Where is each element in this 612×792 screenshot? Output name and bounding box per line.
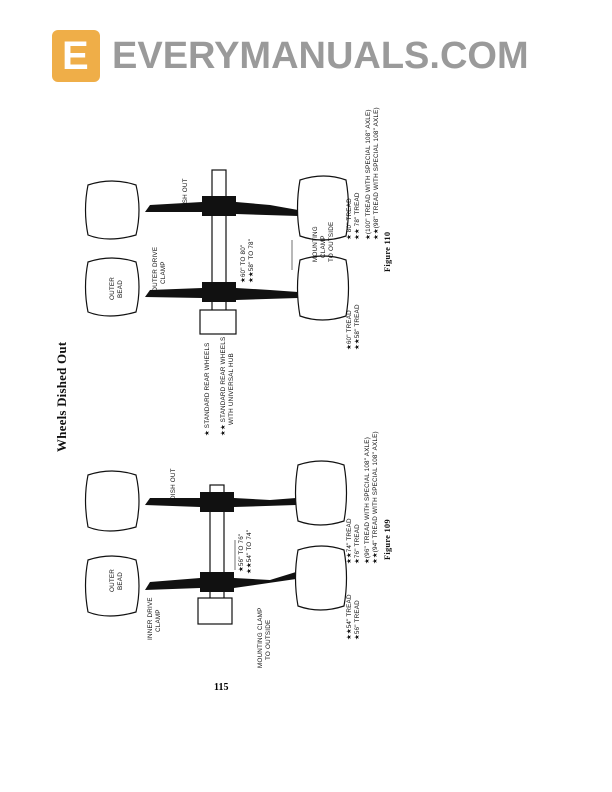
fig109-range-1: ★56" TO 76" xyxy=(238,533,245,572)
fig109-tread-special-2: ★★(94" TREAD WITH SPECIAL 108" AXLE) xyxy=(372,431,379,564)
fig109-mounting-clamp-2: TO OUTSIDE xyxy=(265,619,272,660)
fig109-tread-outer-2: ★76" TREAD xyxy=(354,524,361,564)
fig110-range-2: ★★58" TO 78" xyxy=(248,238,255,283)
fig110-outer-bead-2: BEAD xyxy=(117,280,124,298)
figure-109-caption: Figure 109 xyxy=(382,519,392,560)
tire xyxy=(296,255,350,321)
tire xyxy=(84,180,140,240)
fig109-inner-drive-clamp-1: INNER DRIVE xyxy=(147,597,154,640)
legend-double-star-cont: WITH UNIVERSAL HUB xyxy=(228,353,235,425)
fig110-dish-out: DISH OUT xyxy=(182,178,189,210)
fig109-tread-outer-1: ★★74" TREAD xyxy=(346,518,353,564)
fig110-tread-inner-1: ★60" TREAD xyxy=(346,310,353,350)
page-title: Wheels Dished Out xyxy=(54,341,69,452)
tire xyxy=(84,555,140,617)
fig109-range-2: ★★54" TO 74" xyxy=(246,529,253,574)
fig109-tread-special-1: ★(96" TREAD WITH SPECIAL 108" AXLE) xyxy=(364,436,371,564)
page-number: 115 xyxy=(214,682,229,693)
figure-109-hubs xyxy=(145,492,296,592)
figure-109-drawing xyxy=(84,460,348,625)
watermark-logo: E xyxy=(52,30,100,82)
fig110-tread-inner-2: ★★58" TREAD xyxy=(354,304,361,350)
fig110-tread-special-1: ★(100" TREAD WITH SPECIAL 108" AXLE) xyxy=(365,109,372,240)
fig109-tread-inner-1: ★★54" TREAD xyxy=(346,594,353,640)
fig109-mounting-clamp-1: MOUNTING CLAMP xyxy=(257,607,264,668)
fig109-tread-inner-2: ★56" TREAD xyxy=(354,600,361,640)
legend-double-star: ★★ STANDARD REAR WHEELS xyxy=(220,336,227,436)
hub xyxy=(197,597,233,625)
fig110-outer-drive-clamp-1: OUTER DRIVE xyxy=(152,246,159,292)
dimension-arrows xyxy=(234,240,293,570)
fig109-dish-out: DISH OUT xyxy=(170,468,177,500)
figure-110-hubs xyxy=(145,196,298,302)
tire xyxy=(294,460,348,526)
fig110-mounting-clamp-2: CLAMP xyxy=(320,235,327,258)
tire xyxy=(294,545,348,611)
fig110-mounting-clamp-3: TO OUTSIDE xyxy=(328,221,335,262)
fig109-outer-bead-1: OUTER xyxy=(109,568,116,592)
fig110-tread-outer-1: ★ 80" TREAD xyxy=(346,198,353,240)
tire xyxy=(84,257,140,317)
fig110-outer-drive-clamp-2: CLAMP xyxy=(160,261,167,284)
watermark-logo-letter: E xyxy=(62,34,89,78)
fig110-outer-bead-1: OUTER xyxy=(109,276,116,300)
fig109-inner-drive-clamp-2: CLAMP xyxy=(155,609,162,632)
figure-110-caption: Figure 110 xyxy=(382,231,392,272)
figure-110-drawing xyxy=(84,169,350,335)
legend-single-star: ★ STANDARD REAR WHEELS xyxy=(204,342,211,436)
fig110-mounting-clamp-1: MOUNTING xyxy=(312,226,319,262)
fig110-tread-outer-2: ★★ 78" TREAD xyxy=(354,192,361,240)
fig109-outer-bead-2: BEAD xyxy=(117,572,124,590)
tire xyxy=(296,175,350,241)
watermark: EVERYMANUALS.COM xyxy=(112,35,529,77)
fig110-tread-special-2: ★★(98" TREAD WITH SPECIAL 108" AXLE) xyxy=(373,107,380,240)
fig110-range-1: ★60" TO 80" xyxy=(240,244,247,283)
tire xyxy=(84,470,140,532)
hub xyxy=(199,309,237,335)
